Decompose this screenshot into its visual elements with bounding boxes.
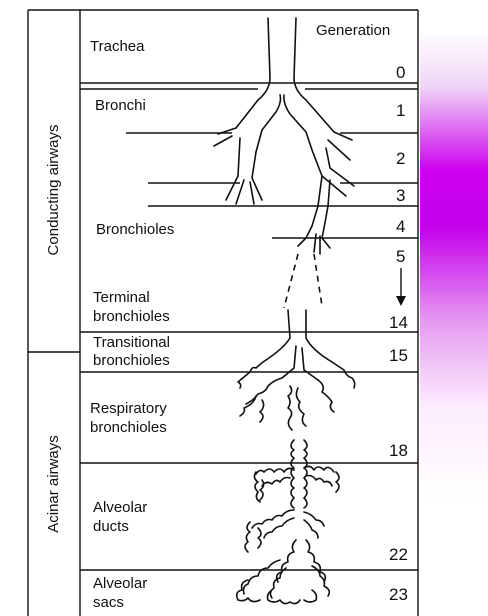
generation-header: Generation <box>316 22 390 39</box>
generation-number: 1 <box>396 101 405 120</box>
zone-label-ducts-2: ducts <box>93 518 129 535</box>
zone-label-sacs-2: sacs <box>93 594 124 611</box>
group-label-acinar: Acinar airways <box>45 435 62 533</box>
generation-number: 22 <box>389 545 408 564</box>
zone-label-transitional-1: Transitional <box>93 334 170 351</box>
zone-label-terminal-1: Terminal <box>93 289 150 306</box>
gradient-bar <box>420 30 488 500</box>
group-label-conducting: Conducting airways <box>45 125 62 256</box>
zone-label-ducts-1: Alveolar <box>93 499 147 516</box>
generation-number: 5 <box>396 247 405 266</box>
generation-number: 14 <box>389 313 408 332</box>
zone-label-transitional-2: bronchioles <box>93 352 170 369</box>
down-arrow-icon <box>396 268 406 306</box>
zone-label-bronchioles: Bronchioles <box>96 221 174 238</box>
frame-lines <box>28 10 418 616</box>
generation-number: 3 <box>396 186 405 205</box>
generation-number: 18 <box>389 441 408 460</box>
zone-label-trachea: Trachea <box>90 38 145 55</box>
generation-number: 15 <box>389 346 408 365</box>
zone-label-respiratory-1: Respiratory <box>90 400 167 417</box>
airway-tree <box>214 18 355 604</box>
generation-number: 0 <box>396 63 405 82</box>
zone-label-sacs-1: Alveolar <box>93 575 147 592</box>
zone-boundaries <box>80 83 418 570</box>
zone-label-bronchi: Bronchi <box>95 97 146 114</box>
zone-label-terminal-2: bronchioles <box>93 308 170 325</box>
generation-number: 4 <box>396 217 405 236</box>
zone-label-respiratory-2: bronchioles <box>90 419 167 436</box>
generation-number: 2 <box>396 149 405 168</box>
generation-number: 23 <box>389 585 408 604</box>
